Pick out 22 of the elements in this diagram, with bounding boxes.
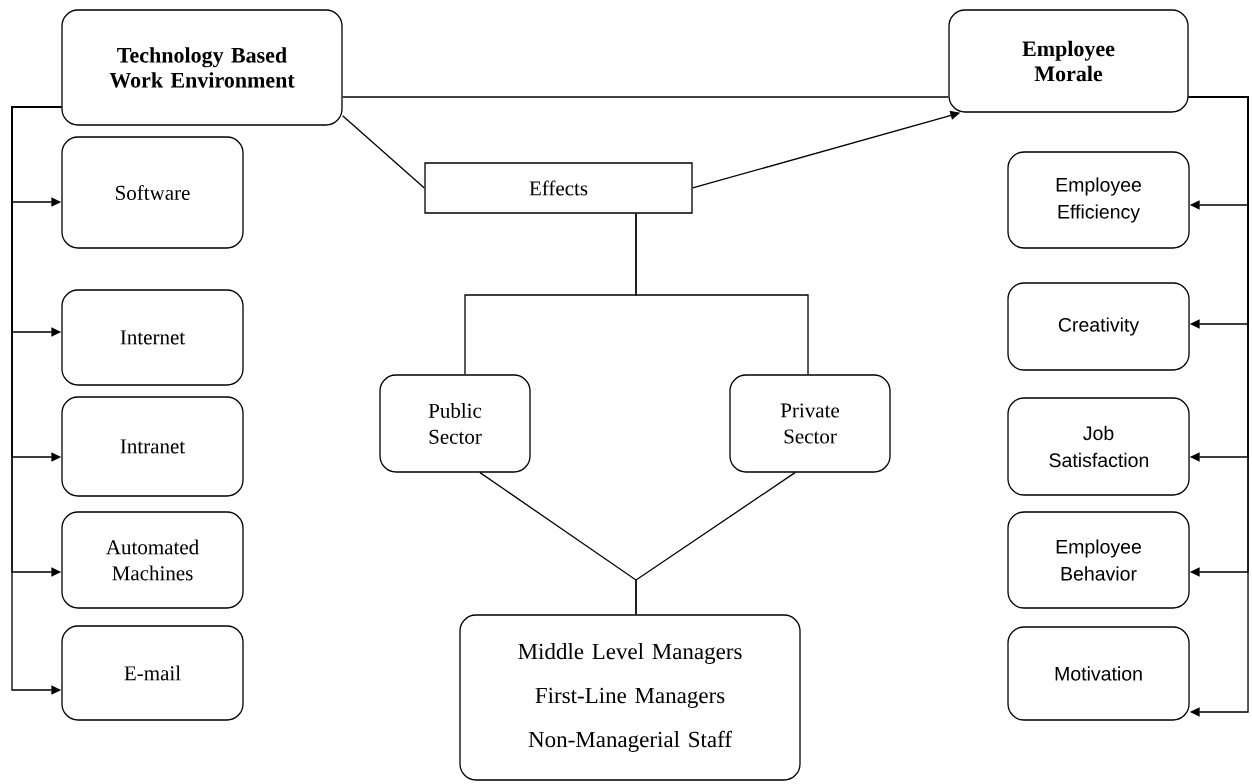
sector-box: Private Sector: [729, 374, 891, 473]
item-box: Motivation: [1007, 626, 1190, 721]
item-box: E-mail: [61, 625, 244, 721]
item-box: Automated Machines: [61, 511, 244, 609]
item-box: Internet: [61, 289, 244, 386]
heading-box: Employee Morale: [948, 9, 1189, 113]
heading-box: Technology Based Work Environment: [61, 9, 343, 126]
connector: [635, 213, 809, 375]
item-box: Creativity: [1007, 282, 1190, 371]
connector: [635, 472, 796, 615]
staff-box: Middle Level Managers First-Line Managers Non-Managerial Staff: [459, 614, 801, 781]
item-box: Employee Efficiency: [1007, 151, 1190, 249]
connector: [1188, 96, 1249, 717]
connector: [342, 115, 425, 189]
item-box: Intranet: [61, 396, 244, 497]
effects-box: Effects: [424, 162, 693, 214]
sector-box: Public Sector: [379, 374, 531, 473]
item-box: Software: [61, 136, 244, 249]
item-box: Employee Behavior: [1007, 511, 1190, 609]
connector: [11, 106, 62, 695]
connector: [342, 96, 949, 98]
item-box: Job Satisfaction: [1007, 397, 1190, 496]
